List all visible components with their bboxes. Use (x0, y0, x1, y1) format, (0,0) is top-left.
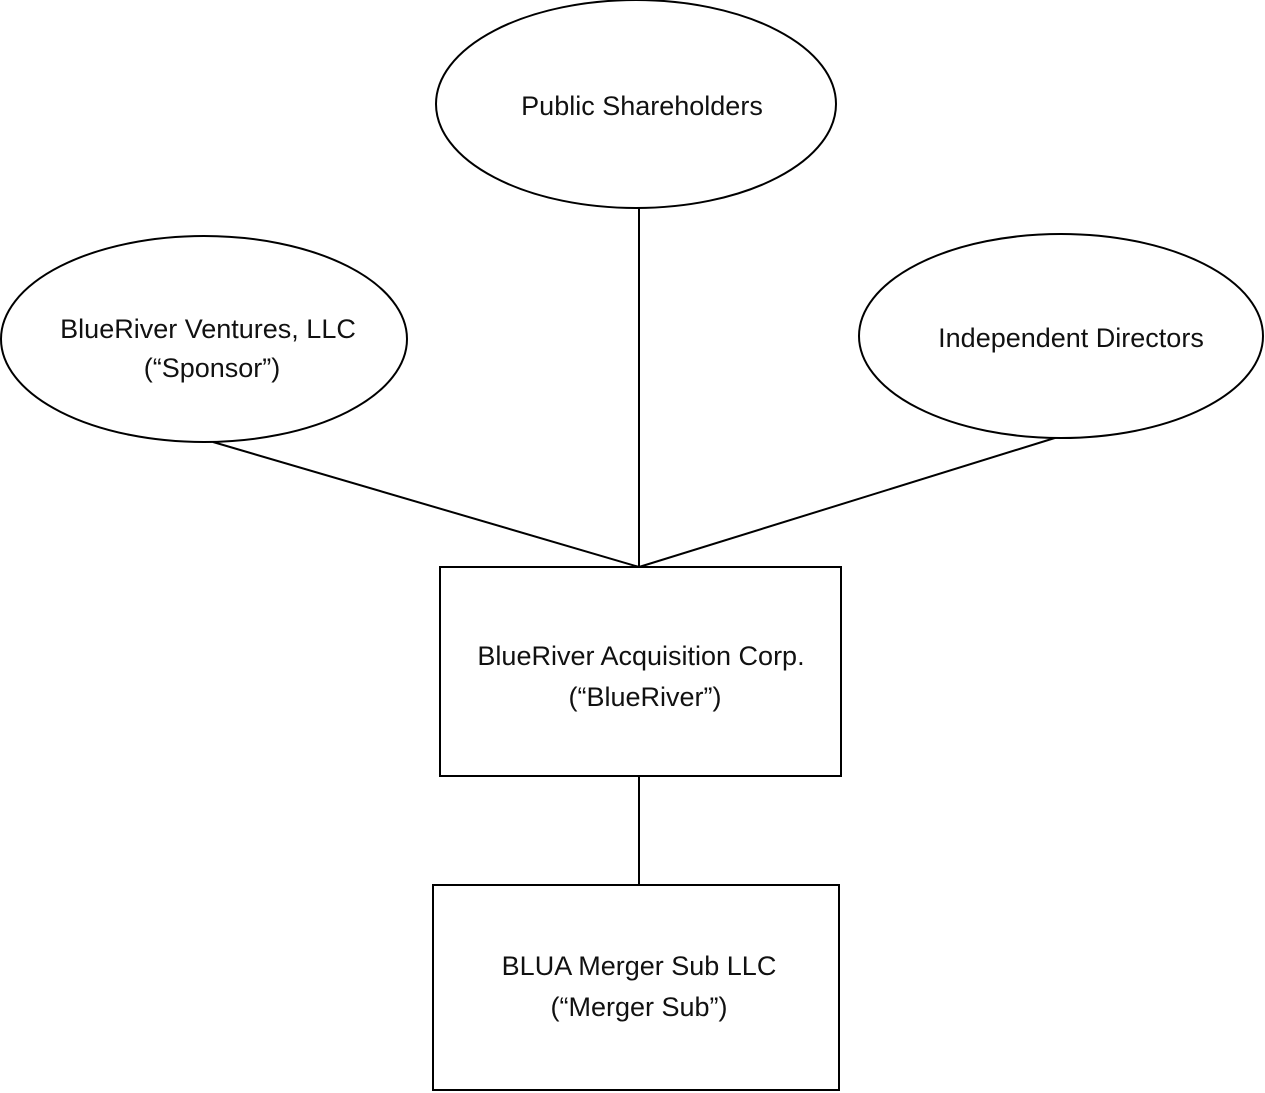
node-sponsor: BlueRiver Ventures, LLC (“Sponsor”) (0, 235, 408, 443)
sponsor-alias-label: (“Sponsor”) (144, 353, 281, 383)
sponsor-ellipse (0, 235, 408, 443)
public-shareholders-ellipse (435, 0, 837, 209)
merger-sub-alias-label: (“Merger Sub”) (550, 992, 727, 1022)
merger-sub-box (432, 884, 840, 1091)
sponsor-name-label: BlueRiver Ventures, LLC (60, 314, 356, 344)
blueriver-box (439, 566, 842, 777)
node-blueriver: BlueRiver Acquisition Corp. (“BlueRiver”… (439, 566, 842, 777)
node-independent-directors: Independent Directors (858, 233, 1264, 439)
blueriver-alias-label: (“BlueRiver”) (568, 682, 721, 712)
node-merger-sub: BLUA Merger Sub LLC (“Merger Sub”) (432, 884, 840, 1091)
public-shareholders-label: Public Shareholders (521, 91, 763, 121)
independent-directors-ellipse (858, 233, 1264, 439)
merger-sub-name-label: BLUA Merger Sub LLC (502, 951, 777, 981)
node-public-shareholders: Public Shareholders (435, 0, 837, 209)
blueriver-name-label: BlueRiver Acquisition Corp. (477, 641, 804, 671)
independent-directors-label: Independent Directors (938, 323, 1204, 353)
connector-sponsor-to-blueriver (212, 441, 640, 568)
connector-independent-directors-to-blueriver (638, 436, 1059, 568)
